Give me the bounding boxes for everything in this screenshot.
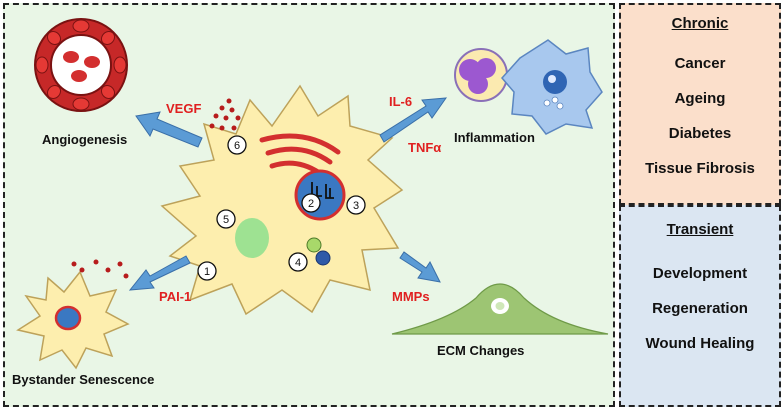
endoplasmic-reticulum-icon (259, 133, 341, 175)
marker-4: 4 (288, 252, 308, 272)
chronic-title: Chronic (671, 15, 729, 32)
blood-vessel-icon (34, 18, 128, 112)
label-angiogenesis: Angiogenesis (42, 132, 128, 147)
marker-5: 5 (216, 209, 236, 229)
marker-2: 2 (301, 193, 321, 213)
transient-item-wound-healing: Wound Healing (645, 335, 755, 352)
chronic-panel: Chronic Cancer Ageing Diabetes Tissue Fi… (619, 3, 781, 205)
factor-mmps: MMPs (392, 289, 430, 304)
arrow-to-angiogenesis (135, 111, 203, 148)
chronic-item-cancer: Cancer (674, 55, 726, 72)
factor-pai1: PAI-1 (159, 289, 192, 304)
factor-vegf: VEGF (166, 101, 202, 116)
svg-text:2: 2 (308, 198, 314, 210)
label-bystander-senescence: Bystander Senescence (12, 372, 155, 387)
marker-6: 6 (227, 135, 247, 155)
svg-text:4: 4 (295, 257, 301, 269)
lysosome-blue-icon (315, 250, 331, 266)
nucleus-icon (294, 169, 346, 221)
label-inflammation: Inflammation (454, 130, 535, 145)
neutrophil-icon (454, 48, 508, 102)
marker-3: 3 (346, 195, 366, 215)
svg-text:6: 6 (234, 140, 240, 152)
transient-item-development: Development (652, 265, 748, 282)
transient-panel: Transient Development Regeneration Wound… (619, 205, 781, 407)
svg-text:1: 1 (204, 266, 210, 278)
lysosome-green-icon (306, 237, 322, 253)
transient-item-regeneration: Regeneration (652, 300, 748, 317)
vesicle-icon (235, 218, 269, 258)
senescent-cell-shape (160, 84, 404, 316)
chronic-item-ageing: Ageing (674, 90, 726, 107)
fibroblast-icon (391, 283, 609, 335)
transient-title: Transient (666, 221, 734, 238)
factor-tnfa: TNFα (408, 140, 442, 155)
bystander-secreted-dots (71, 259, 129, 279)
bystander-cell-icon (16, 270, 130, 370)
secreted-factors-icon (209, 98, 241, 131)
chronic-item-tissue-fibrosis: Tissue Fibrosis (645, 160, 755, 177)
marker-1: 1 (197, 261, 217, 281)
svg-text:3: 3 (353, 200, 359, 212)
chronic-item-diabetes: Diabetes (668, 125, 732, 142)
factor-il6: IL-6 (389, 94, 413, 109)
label-ecm-changes: ECM Changes (437, 343, 525, 358)
arrow-to-bystander (128, 255, 191, 291)
arrow-to-ecm (399, 251, 441, 283)
arrow-to-inflammation (379, 97, 448, 143)
svg-text:5: 5 (223, 214, 229, 226)
